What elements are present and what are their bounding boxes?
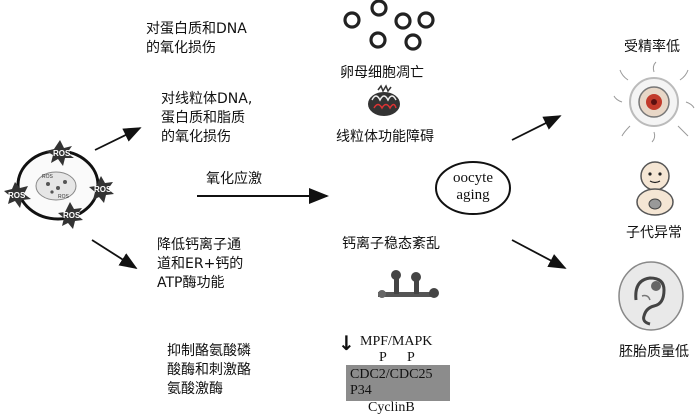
label-low-embryo-quality: 胚胎质量低	[619, 344, 689, 360]
cell-inner-label-1: ROS	[42, 174, 54, 180]
abnormal-offspring-icon	[636, 161, 674, 216]
calcium-channel-icon	[378, 270, 439, 298]
label-protein-dna-damage: 对蛋白质和DNA 的氧化损伤	[146, 21, 247, 56]
oocyte-aging-line1: oocyte	[453, 170, 493, 186]
cyclin-label: CyclinB	[368, 400, 415, 415]
ros-label-left: ROS	[8, 191, 26, 200]
phospho-label-2: P	[407, 350, 415, 365]
cell-inner-label-2: ROS	[58, 194, 70, 200]
cdc-label: CDC2/CDC25	[350, 367, 433, 382]
mpf-down-arrow: ↓	[338, 331, 355, 355]
arrow-to-embryo-quality	[511, 239, 567, 269]
phospho-label-1: P	[379, 350, 387, 365]
label-mito-damage: 对线粒体DNA, 蛋白质和脂质 的氧化损伤	[161, 91, 253, 145]
ros-label-right: ROS	[94, 185, 112, 194]
oocyte-sperm-icon	[613, 61, 695, 143]
arrow-to-low-fertilization	[511, 115, 562, 141]
ros-label-bottom: ROS	[63, 211, 81, 220]
apoptotic-bodies-icon	[343, 0, 435, 51]
label-offspring-abnormal: 子代异常	[626, 225, 682, 241]
label-low-fertilization: 受精率低	[624, 39, 680, 55]
label-calcium-channels: 降低钙离子通 道和ER+钙的 ATP酶功能	[157, 237, 244, 291]
cdc-complex-box: CDC2/CDC25 P34	[346, 365, 450, 401]
label-oxidative-stress: 氧化应激	[206, 171, 262, 187]
mitochondrion-icon	[368, 84, 400, 116]
label-mito-dysfunction: 线粒体功能障碍	[336, 129, 434, 145]
label-oocyte-apoptosis: 卵母细胞凋亡	[340, 65, 424, 81]
cell-with-ros-icon: ROS ROS ROS ROS ROS ROS	[4, 140, 114, 229]
arrow-cell-to-calcium	[91, 239, 138, 269]
label-kinase-inhibition: 抑制酪氨酸磷 酸酶和刺激酪 氨酸激酶	[167, 343, 251, 397]
oocyte-aging-line2: aging	[456, 187, 490, 203]
p34-label: P34	[350, 383, 372, 398]
oocyte-aging-label: oocyte aging	[433, 170, 513, 204]
label-calcium-disorder: 钙离子稳态紊乱	[342, 236, 440, 252]
oocyte-aging-node	[435, 161, 511, 215]
embryo-icon	[618, 261, 684, 331]
ros-label-top: ROS	[53, 149, 71, 158]
mpf-mapk-label: MPF/MAPK	[360, 334, 433, 349]
